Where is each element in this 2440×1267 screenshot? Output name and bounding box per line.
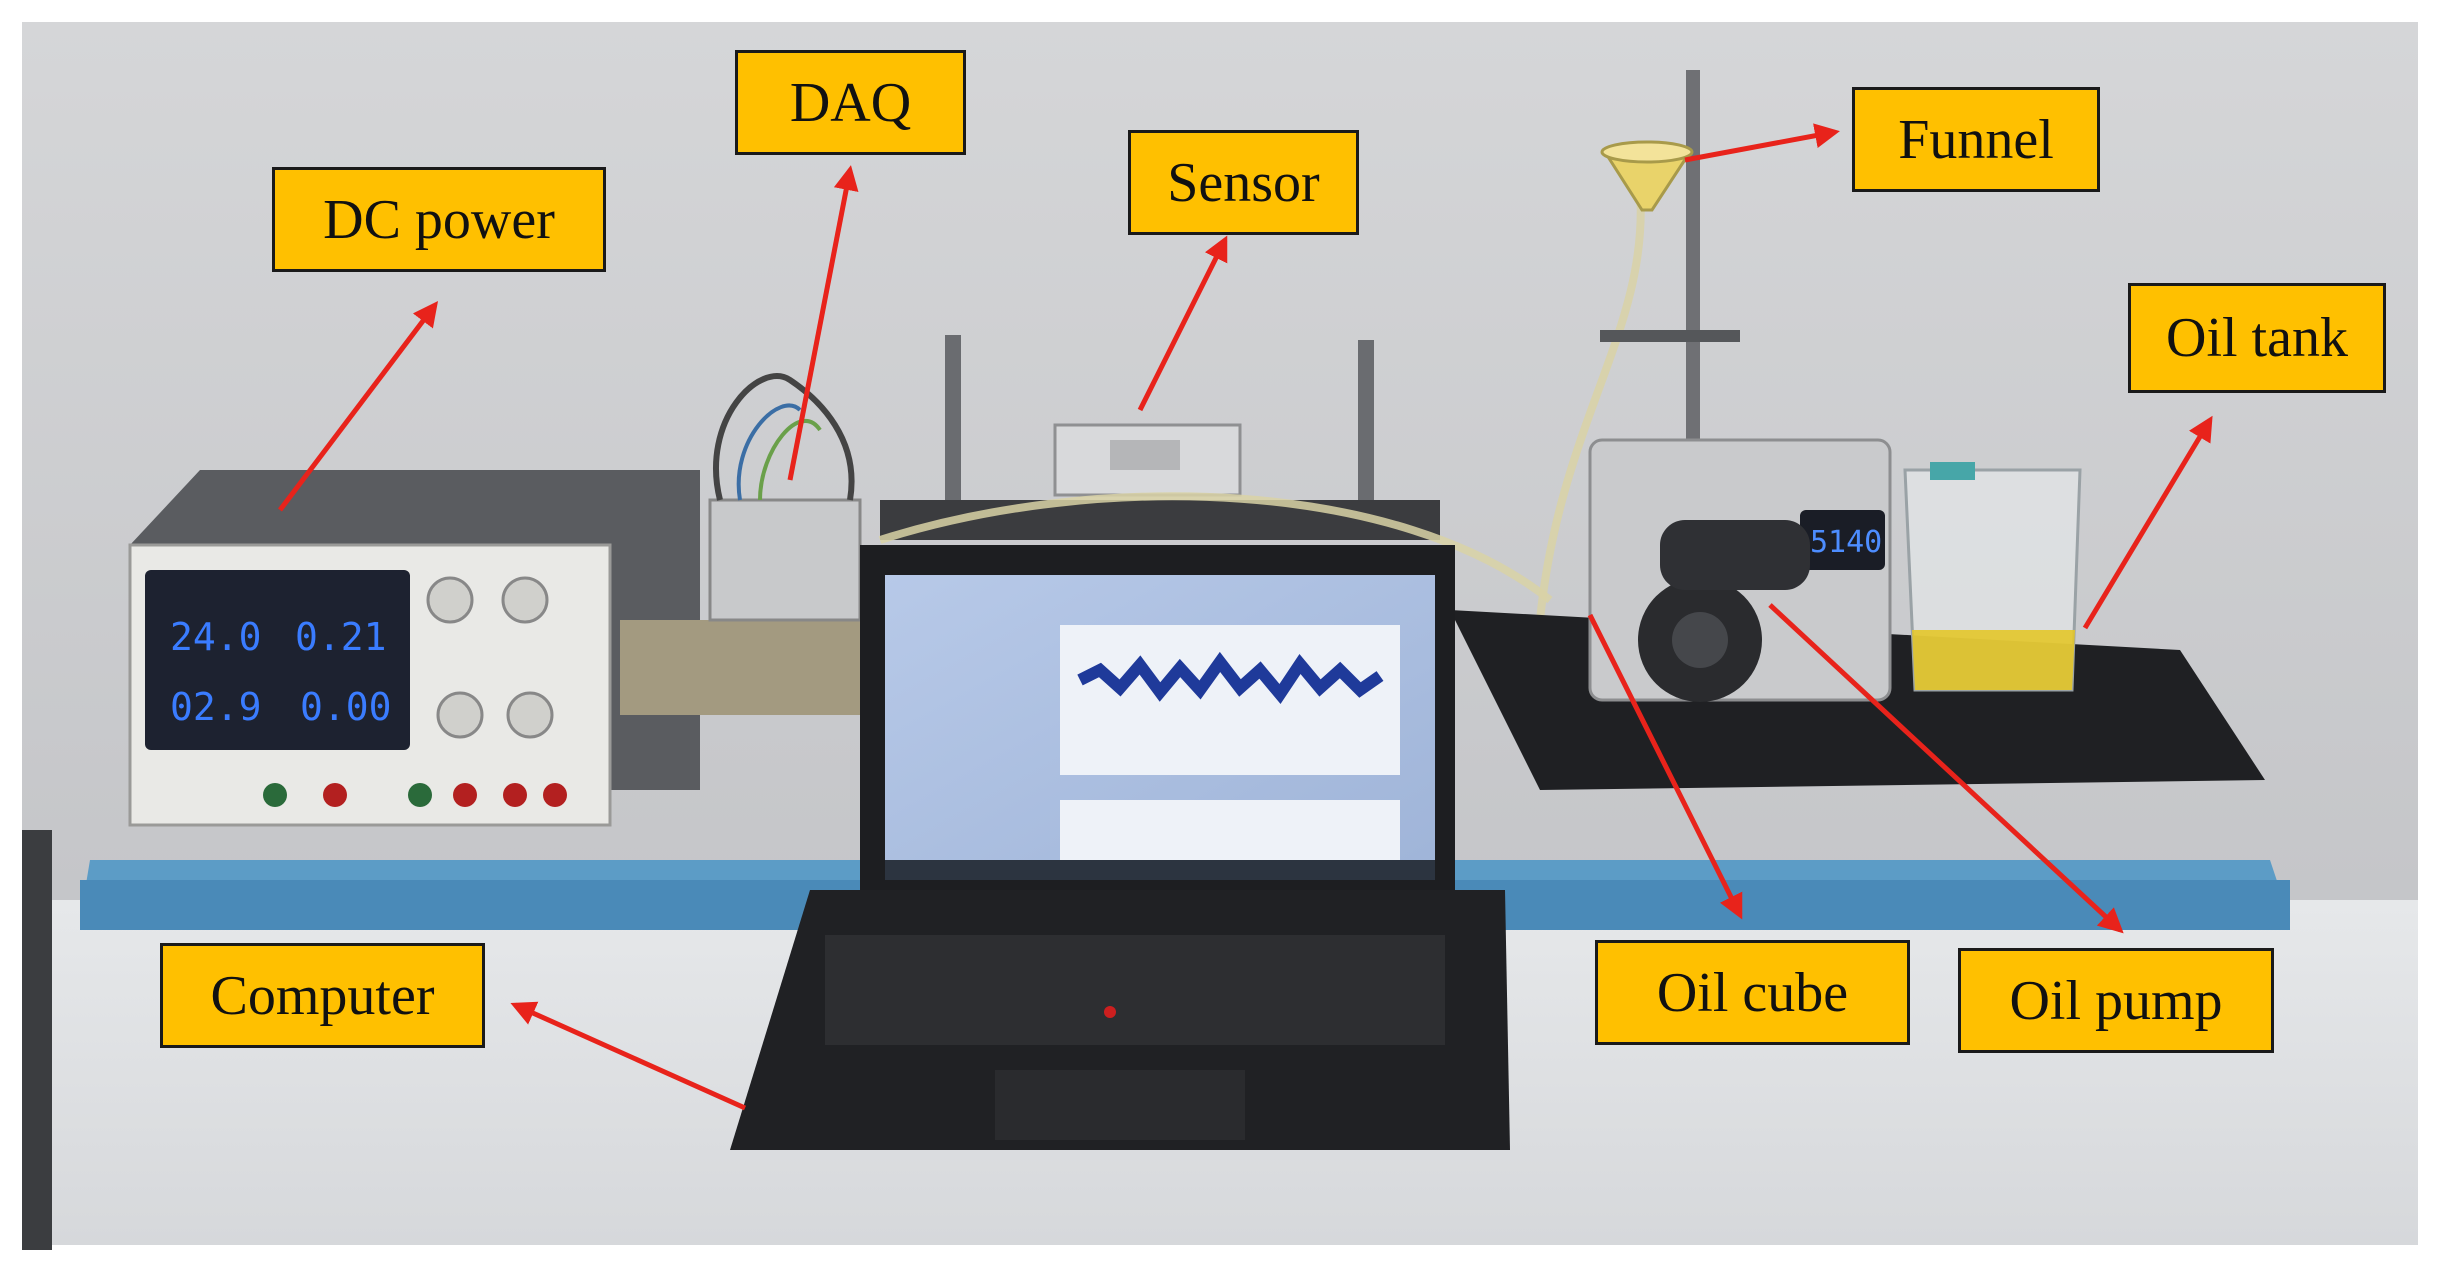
label-oil-pump: Oil pump (1958, 948, 2274, 1053)
svg-text:0.21: 0.21 (295, 615, 387, 659)
arrow-oil-pump (1768, 603, 2124, 934)
arrow-sensor (1137, 235, 1228, 412)
left-edge-dark (22, 830, 52, 1250)
svg-text:0.00: 0.00 (300, 685, 392, 729)
arrow-oil-tank (2082, 415, 2213, 630)
pointer-arrows (278, 123, 2213, 1111)
oil-tube (878, 492, 1553, 604)
arrow-dc-power (278, 301, 439, 512)
label-computer: Computer (160, 943, 485, 1048)
label-dc-power: DC power (272, 167, 606, 272)
label-sensor: Sensor (1128, 130, 1359, 235)
daq-device (620, 373, 880, 715)
label-oil-tank: Oil tank (2128, 283, 2386, 393)
arrow-daq (787, 165, 859, 481)
svg-text:5140: 5140 (1810, 525, 1882, 560)
label-funnel: Funnel (1852, 87, 2100, 192)
label-daq: DAQ (735, 50, 966, 155)
oil-tank-beaker (1903, 462, 2082, 692)
arrow-funnel (1684, 123, 1840, 163)
oil-pump: 5140 (1588, 438, 1892, 702)
oil-tube-2 (1536, 189, 1645, 621)
arrow-oil-cube (1587, 613, 1743, 920)
svg-text:02.9: 02.9 (170, 685, 262, 729)
dc-power-supply: 24.0 0.21 02.9 0.00 (128, 470, 700, 827)
funnel-stand (1600, 70, 1740, 440)
label-oil-cube: Oil cube (1595, 940, 1910, 1045)
arrow-computer (510, 1001, 747, 1111)
laptop (730, 545, 1510, 1150)
svg-text:24.0: 24.0 (170, 615, 262, 659)
